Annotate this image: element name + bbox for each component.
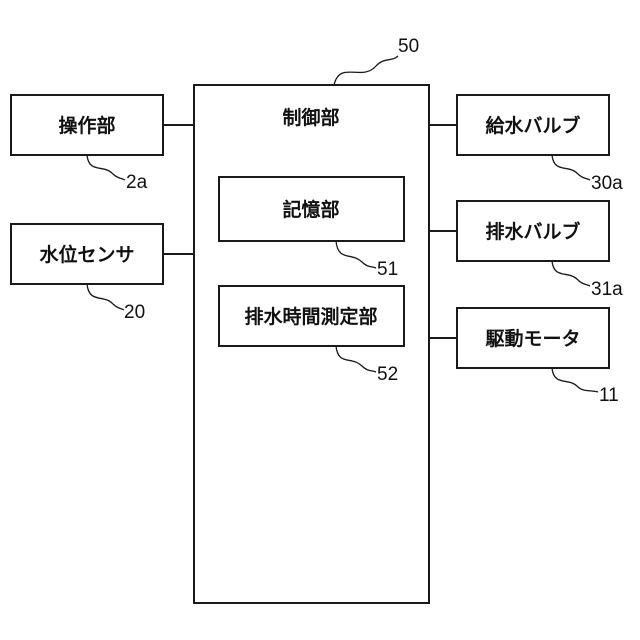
control-block-label: 制御部 [282,106,339,129]
drain-valve-block: 排水バルブ [457,201,609,261]
memory-ref: 51 [377,259,398,280]
drain-timer-block-label: 排水時間測定部 [244,305,377,328]
motor-block-label: 駆動モータ [485,328,580,350]
water-sensor-block-label: 水位センサ [39,243,134,266]
operation-ref-leader [87,155,125,180]
supply-valve-block: 給水バルブ [457,95,609,155]
operation-block-label: 操作部 [58,114,115,137]
memory-block: 記憶部 [219,177,404,241]
water-sensor-ref: 20 [124,302,145,323]
control-ref: 50 [398,36,419,57]
water-sensor-ref-leader [87,284,124,310]
supply-valve-block-label: 給水バルブ [485,114,580,137]
operation-block: 操作部 [11,95,163,155]
drain-timer-ref: 52 [377,364,398,385]
drain-valve-block-label: 排水バルブ [485,220,580,243]
drain-timer-block: 排水時間測定部 [219,286,404,346]
drain-valve-ref: 31a [591,279,623,300]
supply-valve-ref: 30a [591,173,623,194]
operation-ref: 2a [126,172,148,193]
water-sensor-block: 水位センサ [11,224,163,284]
motor-block: 駆動モータ [457,308,609,368]
drain-valve-ref-leader [552,261,590,286]
supply-valve-ref-leader [552,155,590,180]
motor-ref-leader [552,368,598,392]
motor-ref: 11 [599,385,619,406]
memory-block-label: 記憶部 [282,198,339,221]
control-ref-leader [334,56,398,85]
